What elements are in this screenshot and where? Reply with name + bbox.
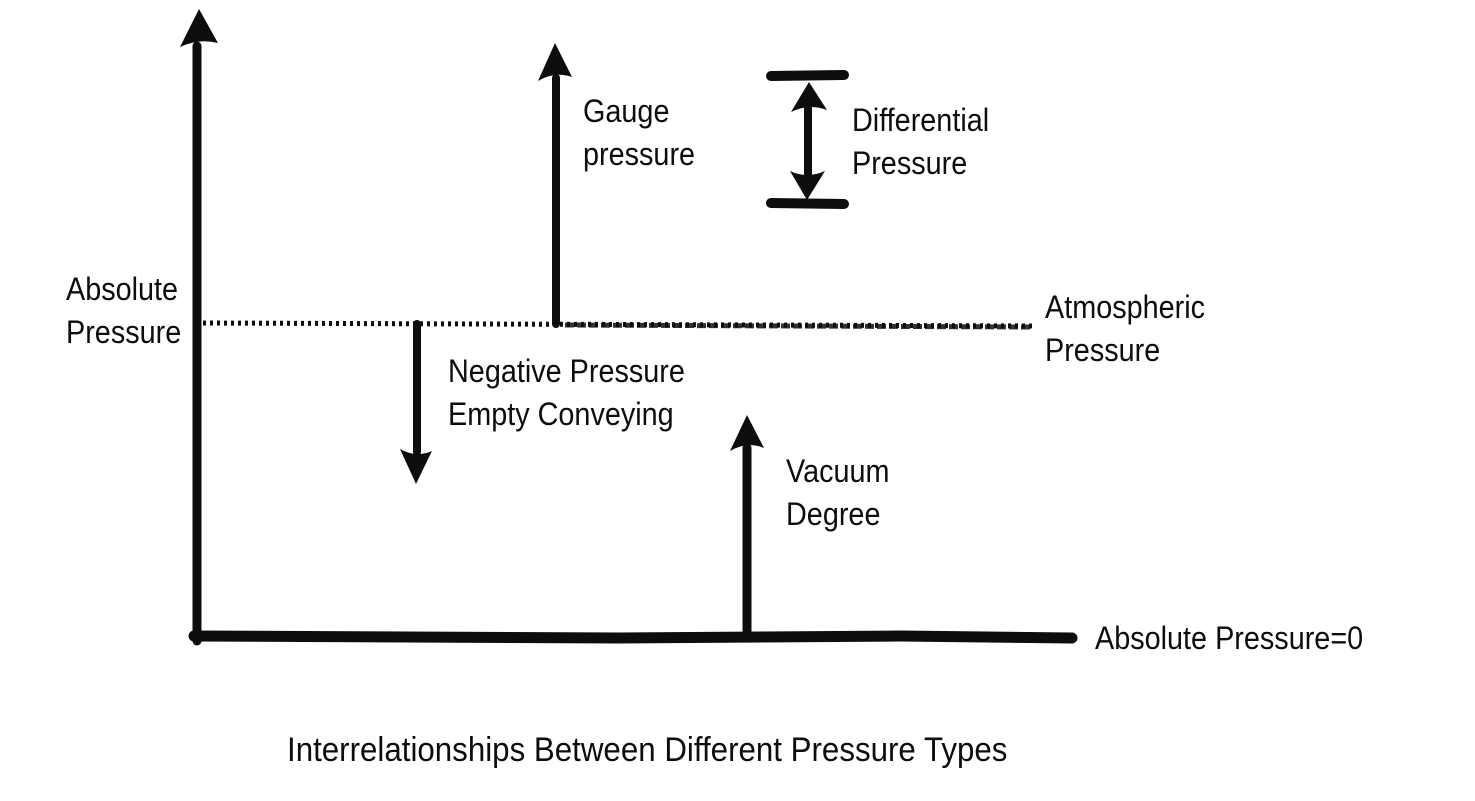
vacuum-degree-label-line2: Degree (786, 496, 881, 532)
absolute-pressure-label-line2: Pressure (66, 314, 182, 350)
atmospheric-pressure-label-line1: Atmospheric (1045, 289, 1206, 325)
differential-top-bar (766, 70, 849, 81)
absolute-pressure-label-line1: Absolute (66, 271, 179, 307)
atmospheric-pressure-label-line2: Pressure (1045, 332, 1161, 368)
absolute-pressure-label: Absolute Pressure (66, 268, 181, 354)
differential-up-arrowhead (791, 82, 827, 112)
vacuum-degree-arrow (730, 415, 764, 643)
absolute-pressure-axis (180, 9, 218, 646)
absolute-pressure-zero-label: Absolute Pressure=0 (1095, 620, 1364, 656)
negative-pressure-label-line2: Empty Conveying (448, 396, 674, 432)
negative-pressure-arrow (400, 320, 432, 484)
gauge-arrowhead (538, 43, 572, 81)
atmospheric-dotted-stroke-dense (564, 322, 1031, 330)
differential-pressure-label-line2: Pressure (852, 145, 968, 181)
vacuum-arrowhead (730, 415, 764, 451)
negative-pressure-label: Negative Pressure Empty Conveying (448, 350, 685, 436)
differential-pressure-label-line1: Differential (852, 102, 990, 138)
gauge-pressure-arrow (538, 43, 572, 328)
gauge-pressure-label-line1: Gauge (583, 93, 670, 129)
zero-pressure-baseline (188, 630, 1078, 644)
differential-pressure-symbol (766, 70, 849, 209)
negative-pressure-label-line1: Negative Pressure (448, 353, 685, 389)
diagram-title: Interrelationships Between Different Pre… (287, 731, 1008, 769)
differential-bottom-bar (766, 198, 849, 209)
absolute-pressure-axis-arrowhead (180, 9, 218, 47)
negative-arrowhead (400, 449, 432, 484)
atmospheric-pressure-label: Atmospheric Pressure (1045, 286, 1205, 372)
gauge-pressure-label-line2: pressure (583, 136, 696, 172)
atmospheric-pressure-line (202, 320, 1037, 330)
gauge-pressure-label: Gauge pressure (583, 90, 695, 176)
differential-pressure-label: Differential Pressure (852, 99, 989, 185)
vacuum-degree-label: Vacuum Degree (786, 450, 890, 536)
vacuum-degree-label-line1: Vacuum (786, 453, 890, 489)
differential-down-arrowhead (790, 171, 825, 200)
